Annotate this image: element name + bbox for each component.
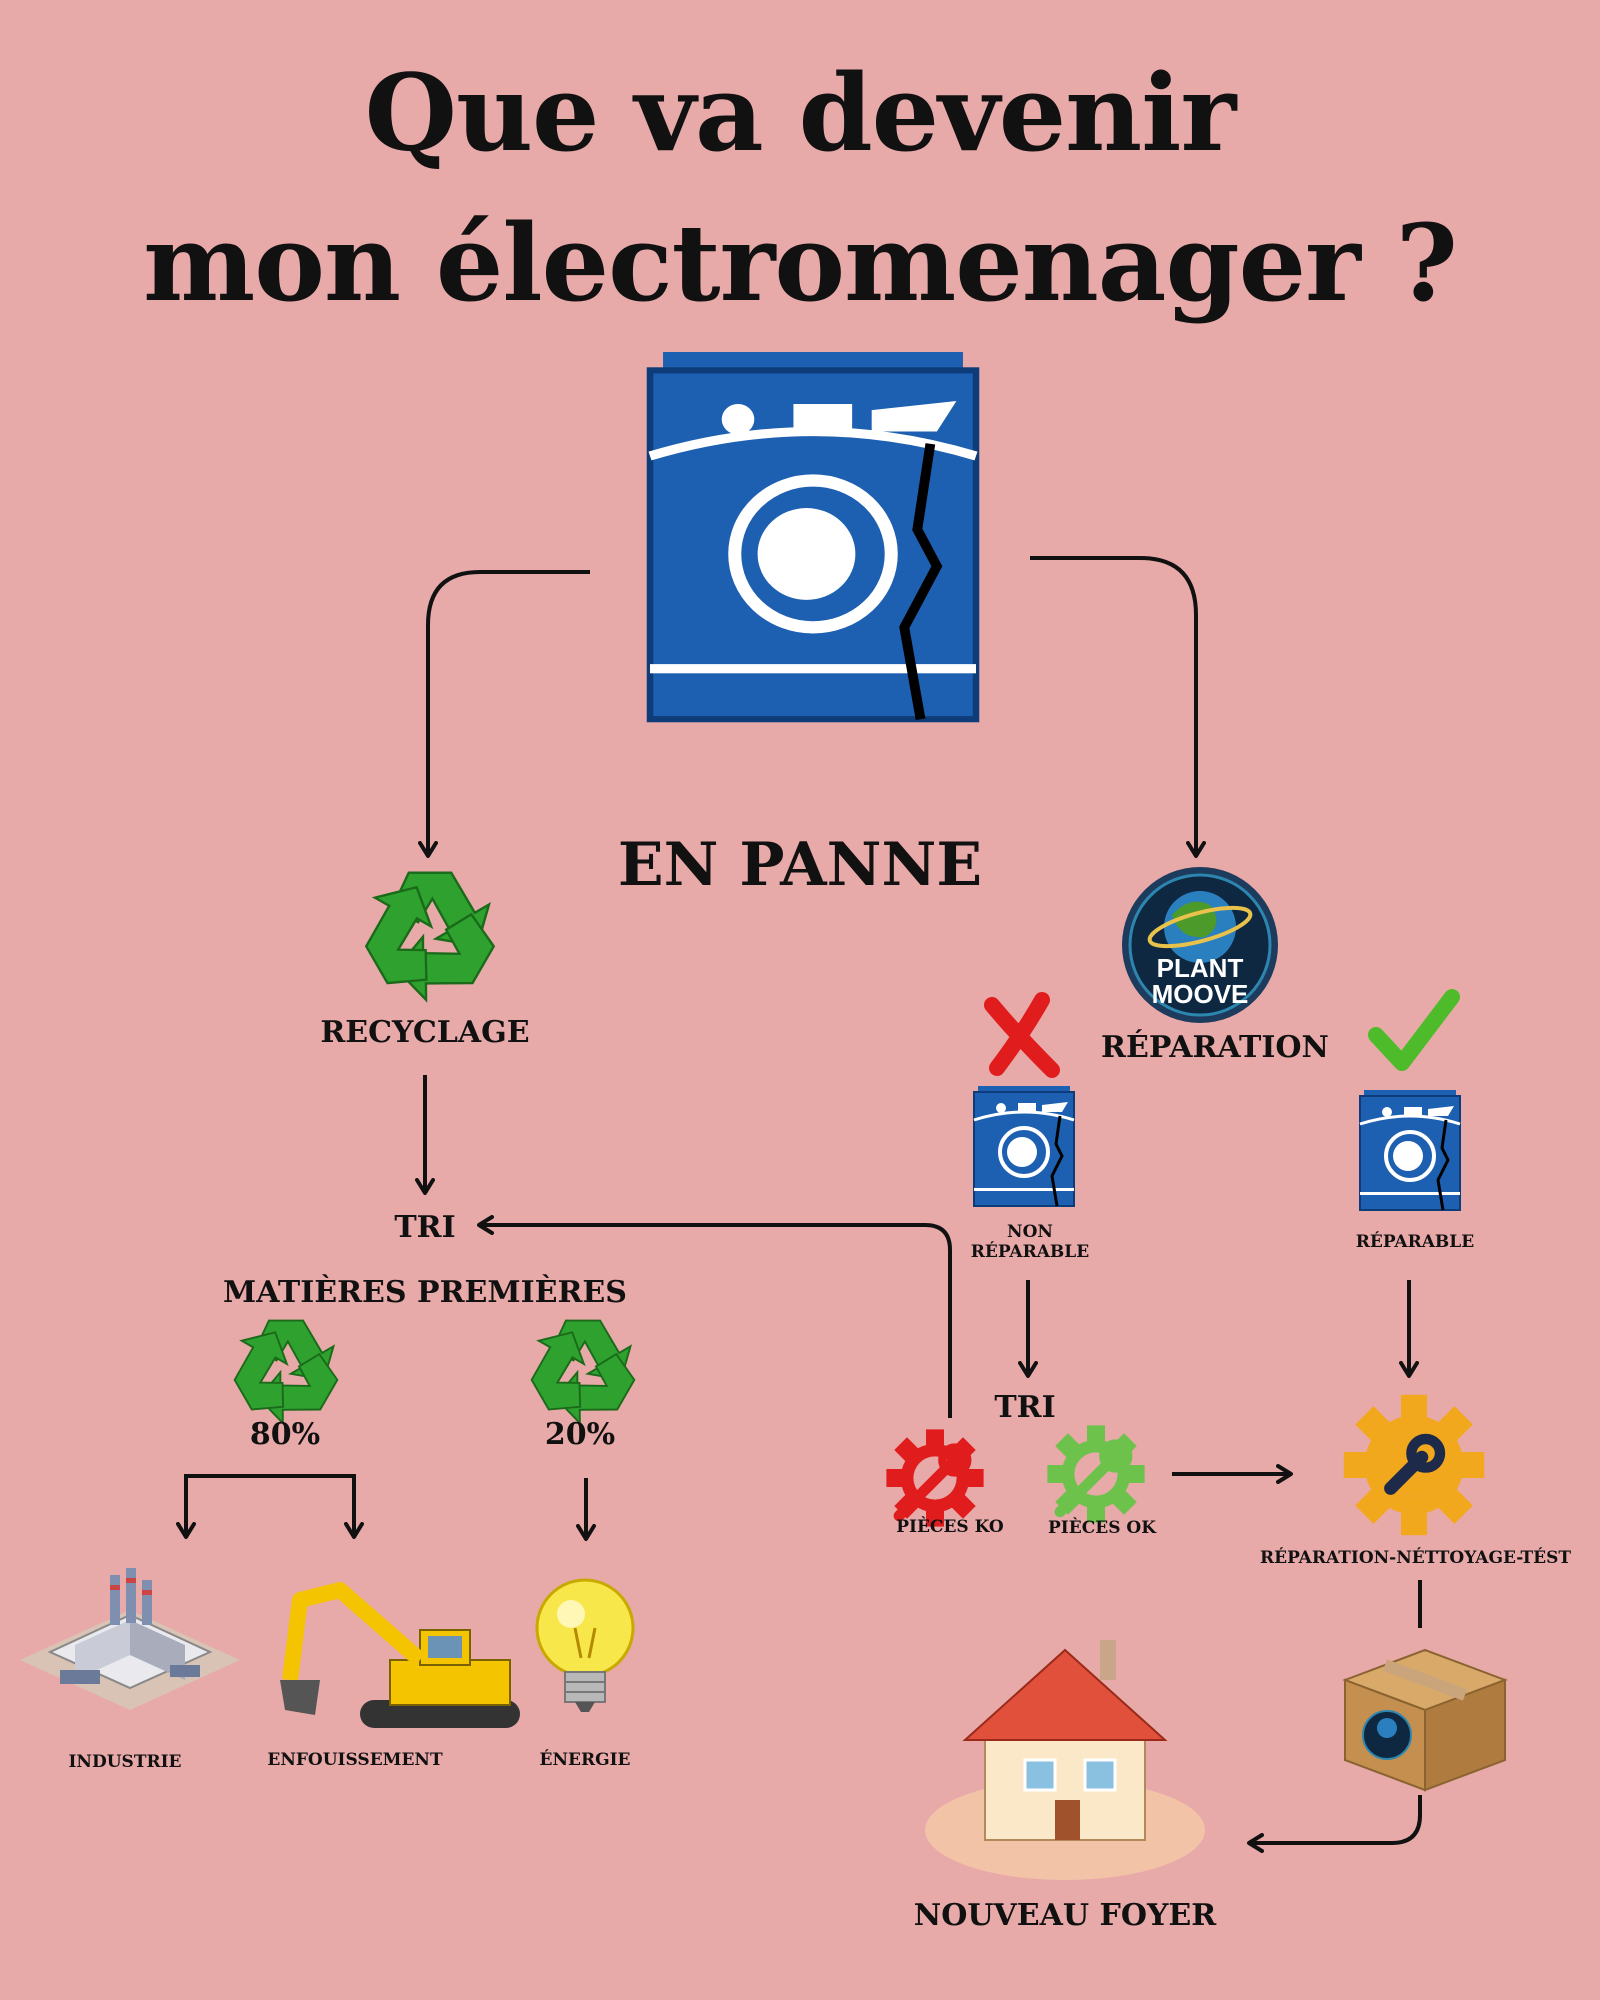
status-label: EN PANNE bbox=[617, 830, 983, 900]
process-label: RÉPARATION-NÉTTOYAGE-TÉST bbox=[1260, 1548, 1572, 1568]
raw-materials-label: MATIÈRES PREMIÈRES bbox=[223, 1275, 627, 1310]
parts-ok-label: PIÈCES OK bbox=[1048, 1518, 1156, 1538]
not-repairable-line-2: RÉPARABLE bbox=[970, 1242, 1090, 1262]
repairable-label: RÉPARABLE bbox=[1355, 1232, 1475, 1252]
arrow-to-repair bbox=[1030, 556, 1206, 858]
landfill-label: ENFOUISSEMENT bbox=[267, 1750, 443, 1770]
parts-ko-label: PIÈCES KO bbox=[896, 1517, 1004, 1537]
factory-icon bbox=[20, 1568, 240, 1710]
share-80-label: 80% bbox=[249, 1417, 321, 1452]
energy-label: ÉNERGIE bbox=[539, 1750, 631, 1770]
check-mark-icon bbox=[1368, 989, 1460, 1071]
red-cross-icon bbox=[984, 992, 1060, 1078]
gear-wrench-icon bbox=[886, 1429, 984, 1527]
not-repairable-machine-icon bbox=[972, 1084, 1076, 1208]
share-20-label: 20% bbox=[544, 1417, 616, 1452]
new-home-label: NOUVEAU FOYER bbox=[913, 1898, 1217, 1933]
repair-label: RÉPARATION bbox=[1101, 1030, 1329, 1065]
industry-label: INDUSTRIE bbox=[68, 1752, 182, 1772]
arrow-box-to-home bbox=[1247, 1795, 1422, 1853]
repairable-machine-icon bbox=[1358, 1088, 1462, 1212]
sorting-label-right: TRI bbox=[994, 1390, 1056, 1425]
logo-text-line-1: PLANT bbox=[1157, 953, 1244, 983]
not-repairable-line-1: NON bbox=[1007, 1222, 1053, 1242]
logo-text-line-2: MOOVE bbox=[1152, 979, 1249, 1009]
title-line-1: Que va devenir bbox=[364, 50, 1237, 175]
planet-logo-icon: PLANT MOOVE bbox=[1122, 867, 1278, 1023]
recycling-label: RECYCLAGE bbox=[320, 1015, 530, 1050]
title-line-2: mon électromenager ? bbox=[143, 200, 1458, 325]
gear-wrench-icon bbox=[1343, 1394, 1485, 1536]
excavator-icon bbox=[280, 1582, 520, 1728]
house-in-hands-icon bbox=[925, 1640, 1205, 1880]
arrow-split-80 bbox=[184, 1474, 364, 1539]
arrow-to-recycling bbox=[418, 570, 590, 858]
arrow-parts-ko-to-tri bbox=[477, 1215, 952, 1418]
cardboard-box-icon bbox=[1342, 1648, 1508, 1792]
light-bulb-icon bbox=[535, 1578, 635, 1712]
sorting-label: TRI bbox=[394, 1210, 456, 1245]
broken-washing-machine-icon bbox=[650, 352, 976, 719]
recycle-icon bbox=[346, 871, 504, 1017]
page-title: Que va devenir mon électromenager ? bbox=[0, 38, 1600, 338]
gear-wrench-icon bbox=[1047, 1425, 1145, 1523]
not-repairable-label: NON RÉPARABLE bbox=[950, 1222, 1110, 1262]
